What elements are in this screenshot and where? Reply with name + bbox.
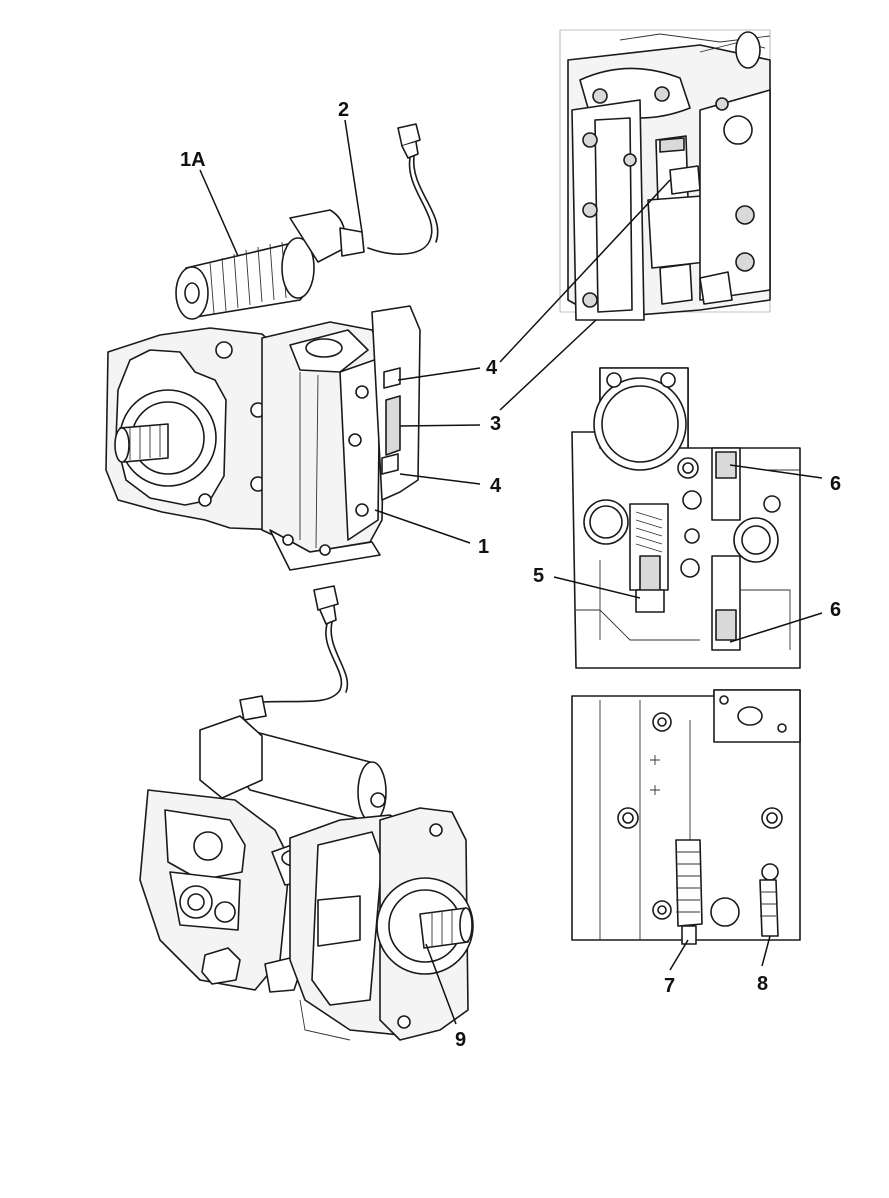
- pump-body-front: [105, 305, 421, 571]
- callout-3: 3: [490, 413, 501, 435]
- callout-5: 5: [533, 565, 544, 587]
- callout-6-lower: 6: [830, 599, 841, 621]
- callout-1: 1: [478, 536, 489, 558]
- callout-6-upper: 6: [830, 473, 841, 495]
- callout-8: 8: [757, 973, 768, 995]
- leader-lines: [199, 119, 823, 1025]
- inset-valve-block: [571, 367, 801, 669]
- callout-2: 2: [338, 99, 349, 121]
- callout-4-upper: 4: [486, 357, 498, 379]
- sensor-cable-rear: [239, 585, 349, 721]
- callout-1a: 1A: [180, 149, 206, 171]
- pump-view-front: [105, 123, 439, 571]
- callout-9: 9: [455, 1029, 466, 1051]
- inset-valve-closeup: [559, 29, 771, 321]
- sensor-2-drawing: [367, 123, 439, 255]
- callout-4-lower: 4: [490, 475, 502, 497]
- pump-view-rear: [139, 585, 474, 1041]
- callout-labels: 1A 2 4 3 4 1 6 5 6 7 8 9: [180, 99, 841, 1051]
- inset-rear-plate: [571, 689, 801, 945]
- callout-7: 7: [664, 975, 675, 997]
- filter-1a-drawing: [175, 209, 365, 320]
- pump-body-rear: [139, 789, 474, 1041]
